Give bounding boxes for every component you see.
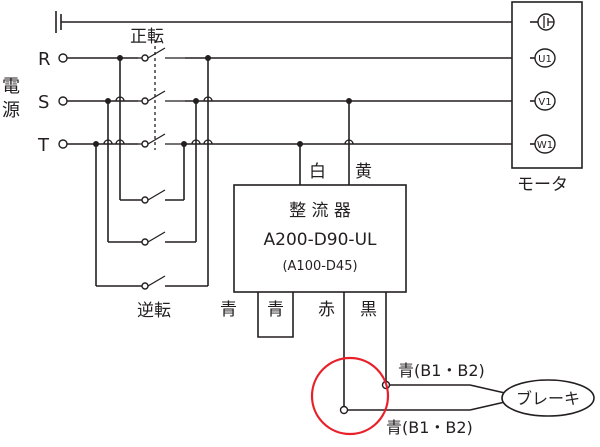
phase-r-line: [58, 53, 530, 63]
terminal-u1-label: U1: [538, 54, 552, 65]
phase-t-line: [58, 139, 530, 149]
motor-box: [511, 1, 583, 169]
rectifier-title: 整 流 器: [289, 201, 351, 221]
rectifier-model: A200-D90-UL: [264, 230, 378, 250]
highlight-circle: [310, 356, 390, 436]
brake-wire-top-label: 青(B1・B2): [398, 361, 485, 380]
wire-label-black: 黒: [360, 300, 377, 320]
wire-label-yellow: 黄: [355, 162, 372, 182]
earth-line: [55, 11, 530, 33]
phase-t-label: T: [37, 135, 50, 156]
wire-label-blue-1: 青: [220, 300, 237, 320]
wire-label-red: 赤: [318, 300, 335, 320]
power-label-1: 電: [2, 76, 20, 97]
forward-label: 正転: [130, 27, 164, 47]
brake-wire-bottom-label: 青(B1・B2): [386, 418, 473, 437]
rectifier-box: [233, 184, 407, 293]
phase-r-label: R: [38, 49, 51, 70]
wire-label-blue-2: 青: [267, 300, 284, 320]
reverse-label: 逆転: [137, 301, 171, 321]
motor-label: モータ: [517, 175, 568, 195]
junctions: [93, 55, 352, 147]
brake-shape: [501, 379, 595, 417]
power-label-2: 源: [2, 100, 20, 121]
phase-s-line: [58, 96, 530, 106]
terminal-v1-label: V1: [538, 97, 551, 108]
terminal-w1-label: W1: [537, 140, 553, 151]
phase-s-label: S: [38, 92, 49, 113]
rectifier-supply-wires: [299, 101, 354, 185]
brake-label: ブレーキ: [516, 389, 580, 408]
rectifier-output-wires: [257, 292, 506, 415]
rectifier-alt-model: (A100-D45): [282, 259, 357, 274]
wire-label-white: 白: [309, 162, 326, 182]
forward-contactor: [138, 40, 185, 150]
reverse-wiring: [95, 58, 209, 290]
